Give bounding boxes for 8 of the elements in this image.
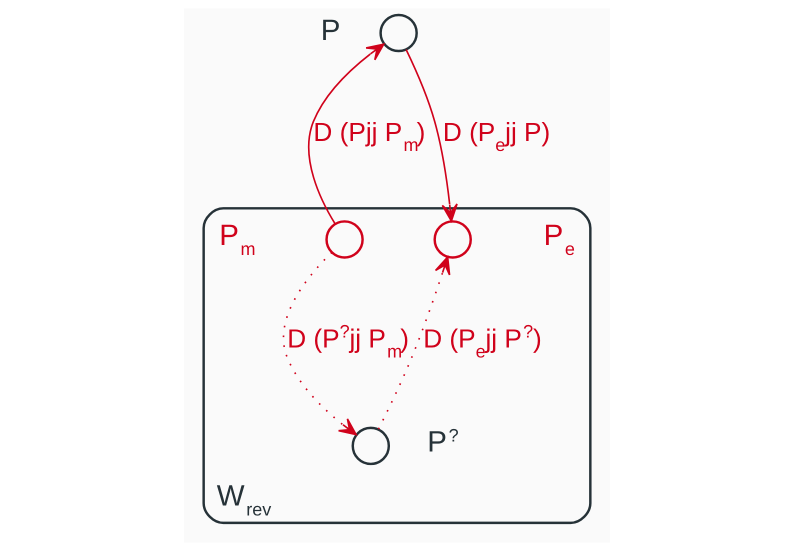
node-label: P$^{?}$ — [427, 425, 459, 458]
edge-label: D (Pjj P$_{m}$) — [313, 116, 426, 155]
edge-label: D (P$^{?}$jj P$_{m}$) — [287, 321, 410, 362]
edge-label: D (P$_{e}$jj P) — [442, 116, 550, 155]
node-label: P$_{m}$ — [219, 219, 256, 260]
node-label: P$_{e}$ — [544, 219, 575, 260]
edge-label: D (P$_{e}$jj P$^{?}$) — [423, 321, 542, 362]
node-label: P — [320, 14, 340, 48]
